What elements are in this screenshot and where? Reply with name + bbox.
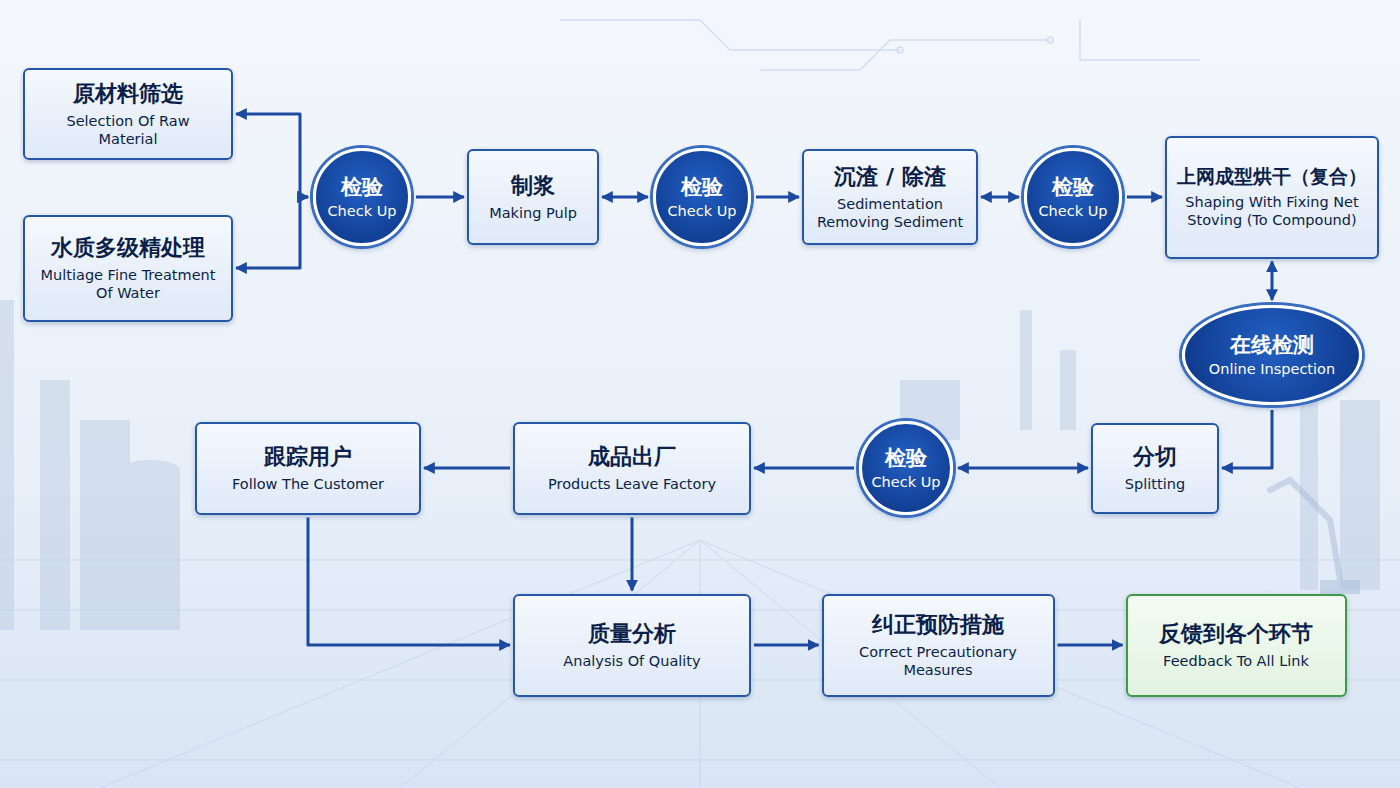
flow-arrow <box>1271 262 1274 301</box>
node-subtitle: Shaping With Fixing Net Stoving (To Comp… <box>1177 193 1367 229</box>
node-subtitle: Online Inspection <box>1209 360 1335 378</box>
node-subtitle: Correct Precautionary Measures <box>834 643 1043 679</box>
node-title: 原材料筛选 <box>73 80 183 108</box>
flow-arrow <box>958 467 1088 470</box>
tower <box>40 380 70 630</box>
node-subtitle: Check Up <box>1038 202 1107 220</box>
node-title: 制浆 <box>511 172 555 200</box>
robot-arm-segment <box>1270 480 1340 580</box>
node-title: 上网成型烘干（复合） <box>1177 165 1367 189</box>
node-title: 在线检测 <box>1230 332 1314 358</box>
robot-arm <box>1270 480 1360 594</box>
node-subtitle: Making Pulp <box>489 204 577 222</box>
flow-arrow <box>602 196 648 199</box>
node-title: 沉渣 / 除渣 <box>834 163 945 191</box>
chimney <box>1060 350 1076 430</box>
circuit-lines <box>560 20 1200 70</box>
process-box: 水质多级精处理 Multiage Fine Treatment Of Water <box>23 215 233 322</box>
node-title: 检验 <box>341 174 383 200</box>
node-title: 反馈到各个环节 <box>1159 620 1313 648</box>
node-title: 质量分析 <box>588 620 676 648</box>
process-box: 跟踪用户 Follow The Customer <box>195 422 421 515</box>
node-title: 成品出厂 <box>588 443 676 471</box>
node-title: 跟踪用户 <box>264 443 352 471</box>
node-subtitle: Follow The Customer <box>232 475 384 493</box>
flow-arrow <box>756 196 799 199</box>
process-box: 质量分析 Analysis Of Quality <box>513 594 751 697</box>
flow-arrow <box>1058 644 1123 647</box>
flow-arrow <box>308 518 510 646</box>
node-subtitle: Check Up <box>667 202 736 220</box>
node-title: 检验 <box>885 445 927 471</box>
flow-arrow <box>981 196 1019 199</box>
flow-arrow <box>1222 410 1272 468</box>
node-title: 水质多级精处理 <box>51 234 205 262</box>
node-title: 检验 <box>681 174 723 200</box>
circuit-dot <box>897 47 903 53</box>
flow-arrow <box>1127 196 1162 199</box>
flow-arrow <box>236 197 308 268</box>
node-title: 分切 <box>1133 443 1177 471</box>
check-circle: 检验 Check Up <box>859 421 953 515</box>
check-circle: 检验 Check Up <box>313 148 411 246</box>
tank <box>120 470 180 630</box>
node-subtitle: Products Leave Factory <box>548 475 716 493</box>
circuit-line <box>760 40 1050 70</box>
process-box: 分切 Splitting <box>1091 423 1219 514</box>
circuit-line <box>560 20 900 50</box>
flow-arrow <box>416 196 464 199</box>
process-box: 上网成型烘干（复合） Shaping With Fixing Net Stovin… <box>1165 136 1379 259</box>
chimney <box>0 300 14 630</box>
tank-top <box>120 460 180 480</box>
node-title: 检验 <box>1052 174 1094 200</box>
robot-base <box>1320 580 1360 594</box>
circuit-dot <box>1047 37 1053 43</box>
flow-arrow <box>236 114 308 197</box>
result-box: 反馈到各个环节 Feedback To All Link <box>1126 594 1347 697</box>
process-box: 制浆 Making Pulp <box>467 149 599 245</box>
node-title: 纠正预防措施 <box>872 611 1004 639</box>
process-box: 沉渣 / 除渣 Sedimentation Removing Sediment <box>802 149 978 245</box>
node-subtitle: Analysis Of Quality <box>563 652 700 670</box>
node-subtitle: Splitting <box>1125 475 1185 493</box>
node-subtitle: Selection Of Raw Material <box>35 112 221 148</box>
check-circle: 检验 Check Up <box>653 148 751 246</box>
node-subtitle: Check Up <box>871 473 940 491</box>
floor-grid <box>0 540 1400 788</box>
process-box: 原材料筛选 Selection Of Raw Material <box>23 68 233 160</box>
process-box: 纠正预防措施 Correct Precautionary Measures <box>822 594 1055 697</box>
grid-line <box>100 540 1300 788</box>
tower <box>1340 400 1380 590</box>
node-subtitle: Feedback To All Link <box>1163 652 1309 670</box>
chimney <box>1020 310 1032 430</box>
check-circle: 检验 Check Up <box>1024 148 1122 246</box>
flow-arrow <box>754 467 854 470</box>
process-box: 成品出厂 Products Leave Factory <box>513 422 751 515</box>
node-subtitle: Sedimentation Removing Sediment <box>814 195 966 231</box>
node-subtitle: Multiage Fine Treatment Of Water <box>35 266 221 302</box>
inspection-ellipse: 在线检测 Online Inspection <box>1182 305 1362 405</box>
flow-arrow <box>631 518 634 591</box>
flow-arrow <box>424 467 510 470</box>
flow-arrow <box>754 644 819 647</box>
factory-silhouette <box>0 300 1380 630</box>
circuit-line <box>1080 20 1200 60</box>
node-subtitle: Check Up <box>327 202 396 220</box>
